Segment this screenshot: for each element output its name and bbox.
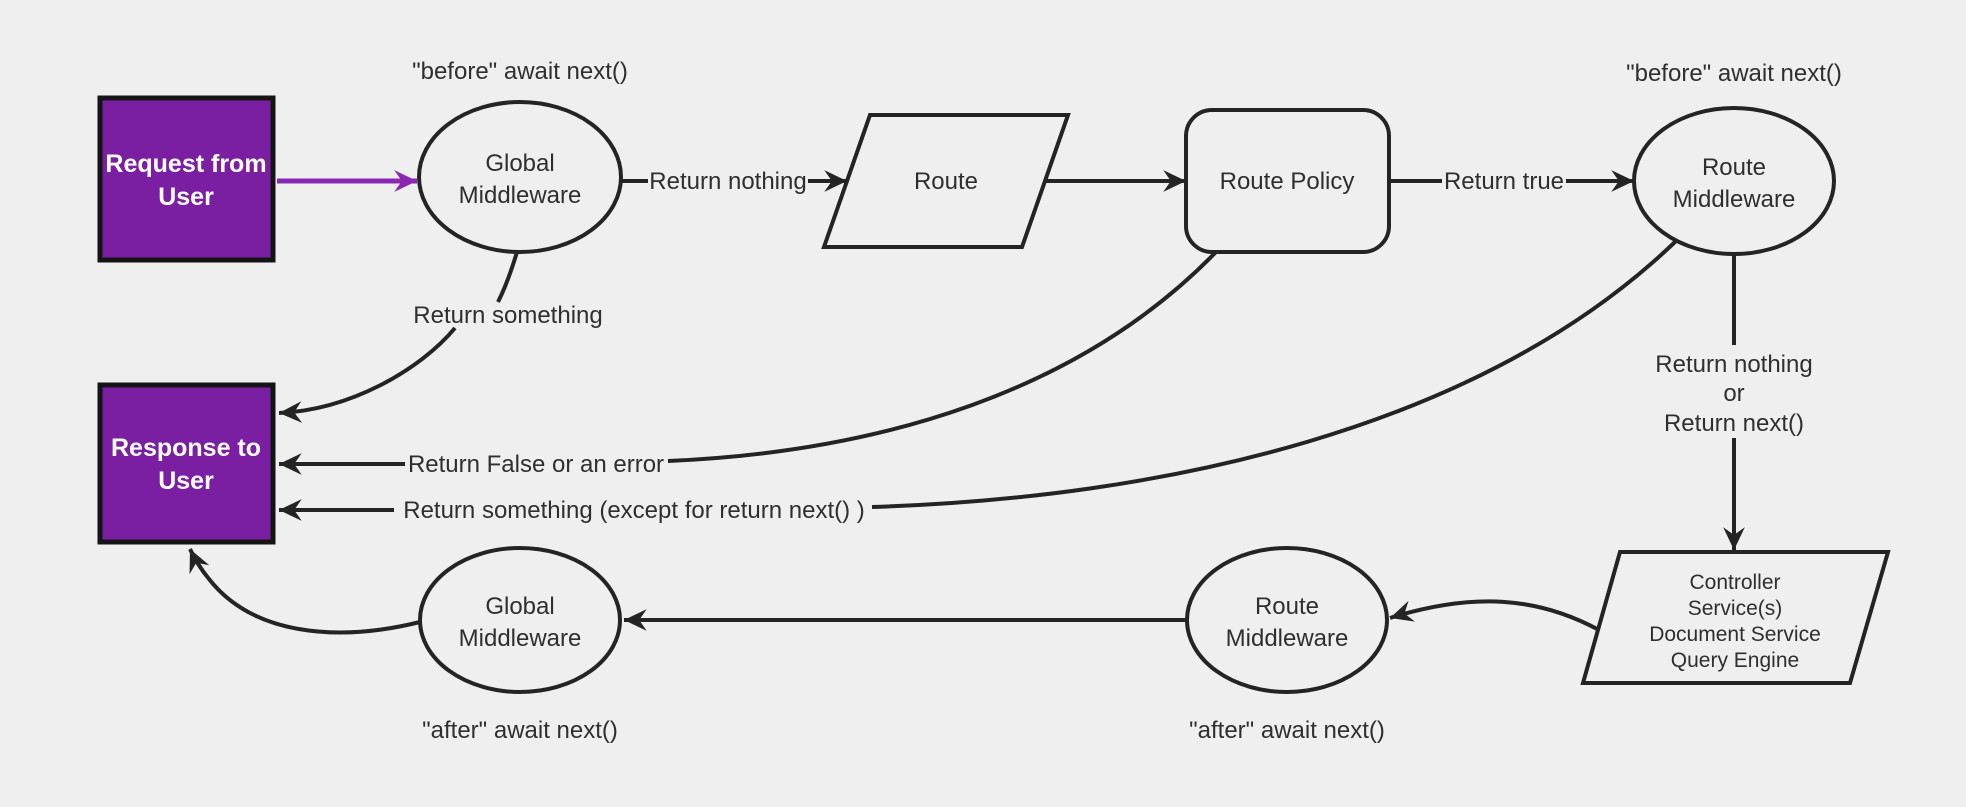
route-node-label: Route (914, 168, 978, 195)
controller-node-label-line1: Controller (1689, 571, 1780, 594)
label-after-await-next-left: "after" await next() (422, 717, 618, 744)
global-middleware-top-label-line2: Middleware (459, 182, 582, 209)
label-return-nothing-or-line3: Return next() (1664, 410, 1804, 437)
route-middleware-bottom-label-line2: Middleware (1226, 625, 1349, 652)
request-node-label-line1: Request from (105, 150, 266, 178)
global-middleware-bottom-node (418, 546, 622, 694)
request-node-label-line2: User (158, 183, 214, 211)
arrow-controller-to-route-middleware-bottom (1389, 599, 1600, 632)
label-return-nothing: Return nothing (649, 168, 806, 195)
controller-node-label-line3: Document Service (1649, 623, 1821, 646)
request-from-user-node (97, 95, 276, 263)
label-return-nothing-or-line1: Return nothing (1655, 351, 1812, 378)
label-return-something: Return something (413, 302, 602, 329)
response-node-label-line2: User (158, 467, 214, 495)
label-after-await-next-right: "after" await next() (1189, 717, 1385, 744)
route-middleware-bottom-node (1185, 546, 1389, 694)
label-before-await-next-left: "before" await next() (412, 58, 628, 85)
global-middleware-top-node (417, 100, 623, 254)
response-node-label-line1: Response to (111, 434, 261, 462)
route-node (821, 113, 1071, 249)
label-return-true: Return true (1444, 168, 1564, 195)
arrow-return-something-start (496, 251, 519, 303)
arrow-return-something-except-curve (871, 239, 1678, 509)
route-middleware-top-node (1632, 106, 1836, 256)
label-return-false-or-error: Return False or an error (408, 451, 664, 478)
arrow-global-middleware-bottom-to-response (188, 548, 421, 635)
route-middleware-top-label-line2: Middleware (1673, 186, 1796, 213)
global-middleware-bottom-label-line1: Global (485, 593, 554, 620)
arrow-return-false-curve (667, 250, 1218, 463)
global-middleware-top-label-line1: Global (485, 150, 554, 177)
label-return-nothing-or-line2: or (1723, 380, 1744, 407)
global-middleware-bottom-label-line2: Middleware (459, 625, 582, 652)
controller-services-node (1580, 550, 1891, 685)
label-return-something-except: Return something (except for return next… (403, 497, 865, 524)
route-middleware-top-label-line1: Route (1702, 154, 1766, 181)
route-policy-node-label: Route Policy (1220, 168, 1355, 195)
controller-node-label-line4: Query Engine (1671, 649, 1799, 672)
arrow-return-something-end (278, 326, 457, 423)
controller-node-label-line2: Service(s) (1688, 597, 1783, 620)
label-before-await-next-right: "before" await next() (1626, 60, 1842, 87)
route-middleware-bottom-label-line1: Route (1255, 593, 1319, 620)
route-policy-node (1184, 108, 1391, 254)
response-to-user-node (97, 382, 276, 545)
